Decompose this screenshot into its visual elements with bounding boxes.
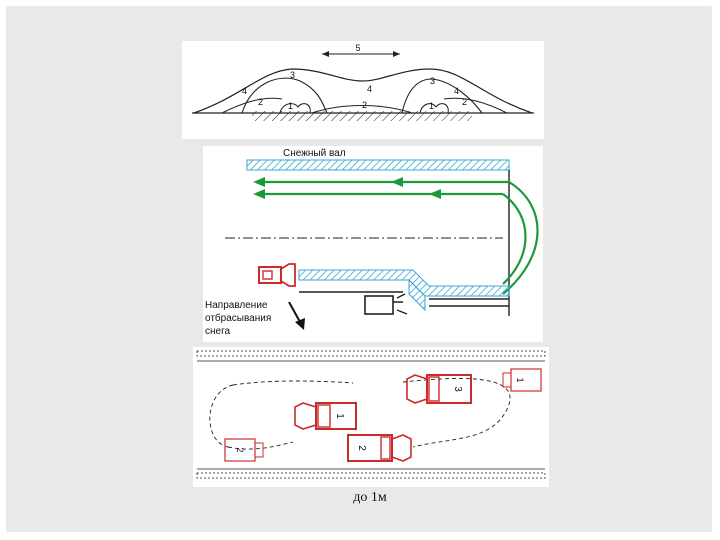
machine-3-cab [428,376,440,402]
layer-label-3-left: 3 [290,70,295,80]
snow-blower-body [258,266,282,284]
layer-label-1-right: 1 [429,101,434,111]
layer-label-4-left: 4 [242,86,247,96]
truck-body [364,295,394,315]
snow-bank-plan-diagram: Снежный вал Направление отбрасывания с [205,148,539,337]
snow-blower-cab [262,270,273,280]
machine-1-cab [317,404,331,428]
layer-label-2-left: 2 [258,97,263,107]
dimension-arrow-left [322,51,329,57]
layer-1-right-line [419,103,449,114]
direction-label-line-3: снега [205,326,231,337]
green-midarrow-1 [391,177,403,187]
snow-blower-rotor [280,263,296,287]
snow-bank-plan-panel: Снежный вал Направление отбрасывания с [203,146,543,342]
layer-2-middle-line [311,105,413,114]
layer-label-4-middle: 4 [367,84,372,94]
direction-label-line-2: отбрасывания [205,312,271,324]
machine-2-cab [380,436,391,460]
outer-profile-line [193,68,533,114]
machine-2-rotor [391,434,412,462]
top-snow-bank [246,159,510,171]
layer-2-right-line [443,97,508,114]
layer-label-2-middle: 2 [362,100,367,110]
machine-2-label: 2 [356,445,367,451]
layer-label-2-right: 2 [462,97,467,107]
layer-label-3-right: 3 [430,76,435,86]
green-midarrow-2 [429,189,441,199]
green-arrowhead-1 [253,177,265,187]
layer-1-left-line [279,103,311,114]
truck-2-cab [254,442,264,458]
route-loop-dashed [209,378,511,448]
machine-2-body [347,434,393,462]
truck-hitch [393,293,408,315]
machine-route-panel: 1 2 3 1 2 [193,347,549,487]
green-turn-curve-outer [502,181,539,295]
lower-snow-bank-step [408,278,426,312]
snow-bank-label: Снежный вал [283,148,346,159]
road-bottom-border [196,472,546,479]
dimension-arrow-right [393,51,400,57]
snow-bank-profile-diagram: 5 3 3 4 4 4 2 2 2 1 1 [192,43,534,121]
layer-label-4-right: 4 [454,86,459,96]
truck-2-label: 2 [235,447,245,452]
layer-label-1-left: 1 [288,101,293,111]
layer-3-left-line [241,77,328,114]
truck-1-label: 1 [515,377,525,382]
machine-1-rotor [294,402,317,430]
road-top-border [196,350,546,357]
layer-3-right-line [401,78,483,114]
caption-text: до 1м [353,490,387,505]
green-arrowhead-2 [253,189,265,199]
direction-arrowhead [295,318,305,330]
machine-route-diagram: 1 2 3 1 2 [196,350,546,479]
lower-snow-bank [298,269,510,297]
machine-3-rotor [406,374,428,404]
truck-1-cab [502,372,512,388]
direction-label-line-1: Направление [205,300,268,311]
width-dimension-label: 5 [355,43,360,53]
direction-arrow-shaft [288,301,301,323]
snow-bank-profile-panel: 5 3 3 4 4 4 2 2 2 1 1 [182,41,544,139]
machine-3-label: 3 [452,386,463,392]
green-turn-curve-inner [502,193,527,285]
machine-1-label: 1 [334,413,345,419]
ground-hatch [252,111,472,121]
layer-2-left-line [221,97,283,114]
